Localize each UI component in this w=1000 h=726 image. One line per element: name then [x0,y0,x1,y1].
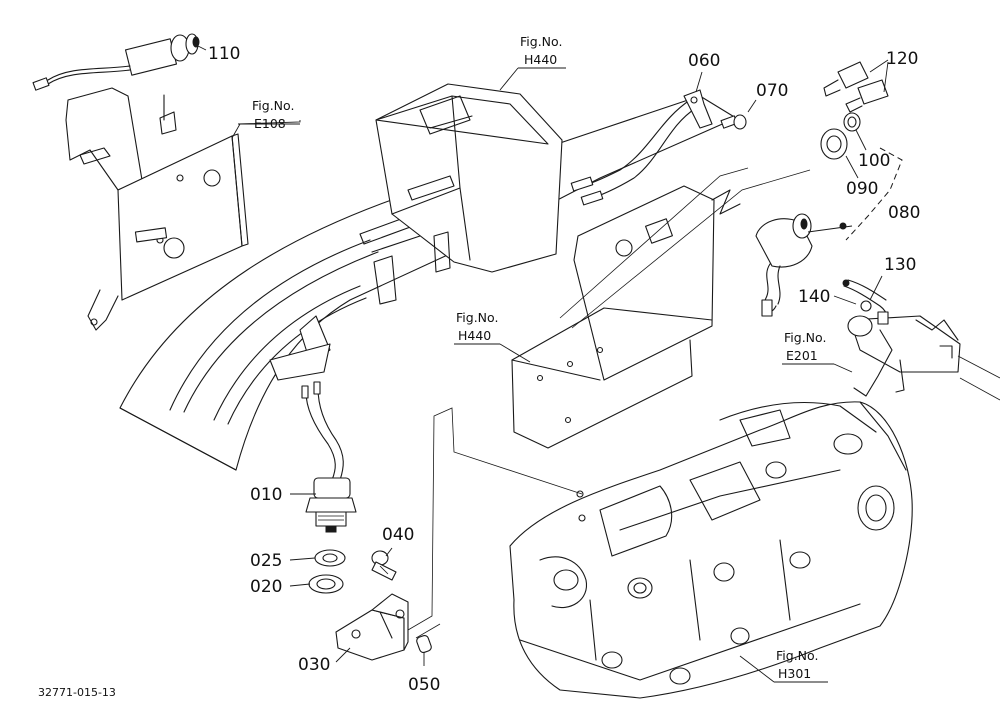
fig-ref-e108: Fig.No. E108 [252,98,294,131]
left-mounting-bracket [65,87,249,331]
hydraulic-block-h301 [509,401,913,699]
lever-assembly-e201 [847,315,1000,401]
fig-ref-h301: Fig.No. H301 [776,648,818,681]
leader-lines [197,45,889,683]
group-bracket-080 [845,147,903,241]
key-switch-body [755,213,813,317]
fig-ref-h440-mid-number: H440 [458,328,491,343]
fig-ref-e201-label: Fig.No. [784,330,826,345]
part-010-pressure-switch [301,381,357,533]
part-100-ring [843,112,861,132]
part-label-020: 020 [250,577,282,597]
fig-ref-h440-mid-label: Fig.No. [456,310,498,325]
fig-ref-h440-top-label: Fig.No. [520,34,562,49]
drawing-id: 32771-015-13 [38,686,116,699]
fig-ref-e108-label: Fig.No. [252,98,294,113]
part-label-100: 100 [858,151,890,171]
box-h440-top [373,83,563,305]
part-label-070: 070 [756,81,788,101]
fig-ref-h440-top-number: H440 [524,52,557,67]
fig-ref-e201: Fig.No. E201 [784,330,826,363]
part-090-nut [820,128,848,160]
part-label-050: 050 [408,675,440,695]
routing-line-2 [415,623,441,639]
part-070-bolt [720,114,747,130]
part-label-060: 060 [688,51,720,71]
fig-ref-h301-number: H301 [778,666,811,681]
part-120-keys [823,61,889,113]
part-label-090: 090 [846,179,878,199]
part-label-030: 030 [298,655,330,675]
part-label-010: 010 [250,485,282,505]
fig-ref-h440-top: Fig.No. H440 [520,34,562,67]
main-support-plate [119,95,737,471]
part-025-washer [314,549,346,567]
part-label-140: 140 [798,287,830,307]
part-110-switch [32,33,200,91]
center-panel-h440 [511,167,811,449]
part-040-screw [371,550,397,581]
part-020-washer [308,574,344,594]
fig-ref-e108-number: E108 [254,116,286,131]
fig-ref-h301-label: Fig.No. [776,648,818,663]
fig-ref-h440-mid: Fig.No. H440 [456,310,498,343]
part-060-cable [570,89,713,206]
part-label-040: 040 [382,525,414,545]
routing-line [407,407,583,631]
part-030-bracket [335,593,409,661]
part-label-080: 080 [888,203,920,223]
part-label-110: 110 [208,44,240,64]
part-label-120: 120 [886,49,918,69]
fig-ref-e201-number: E201 [786,348,818,363]
part-number-labels: 110 060 070 120 100 090 080 130 140 010 … [208,44,920,695]
group-dot [839,222,847,230]
part-label-130: 130 [884,255,916,275]
part-130-140-harness [842,279,889,325]
part-050-pin [416,635,432,653]
part-label-025: 025 [250,551,282,571]
